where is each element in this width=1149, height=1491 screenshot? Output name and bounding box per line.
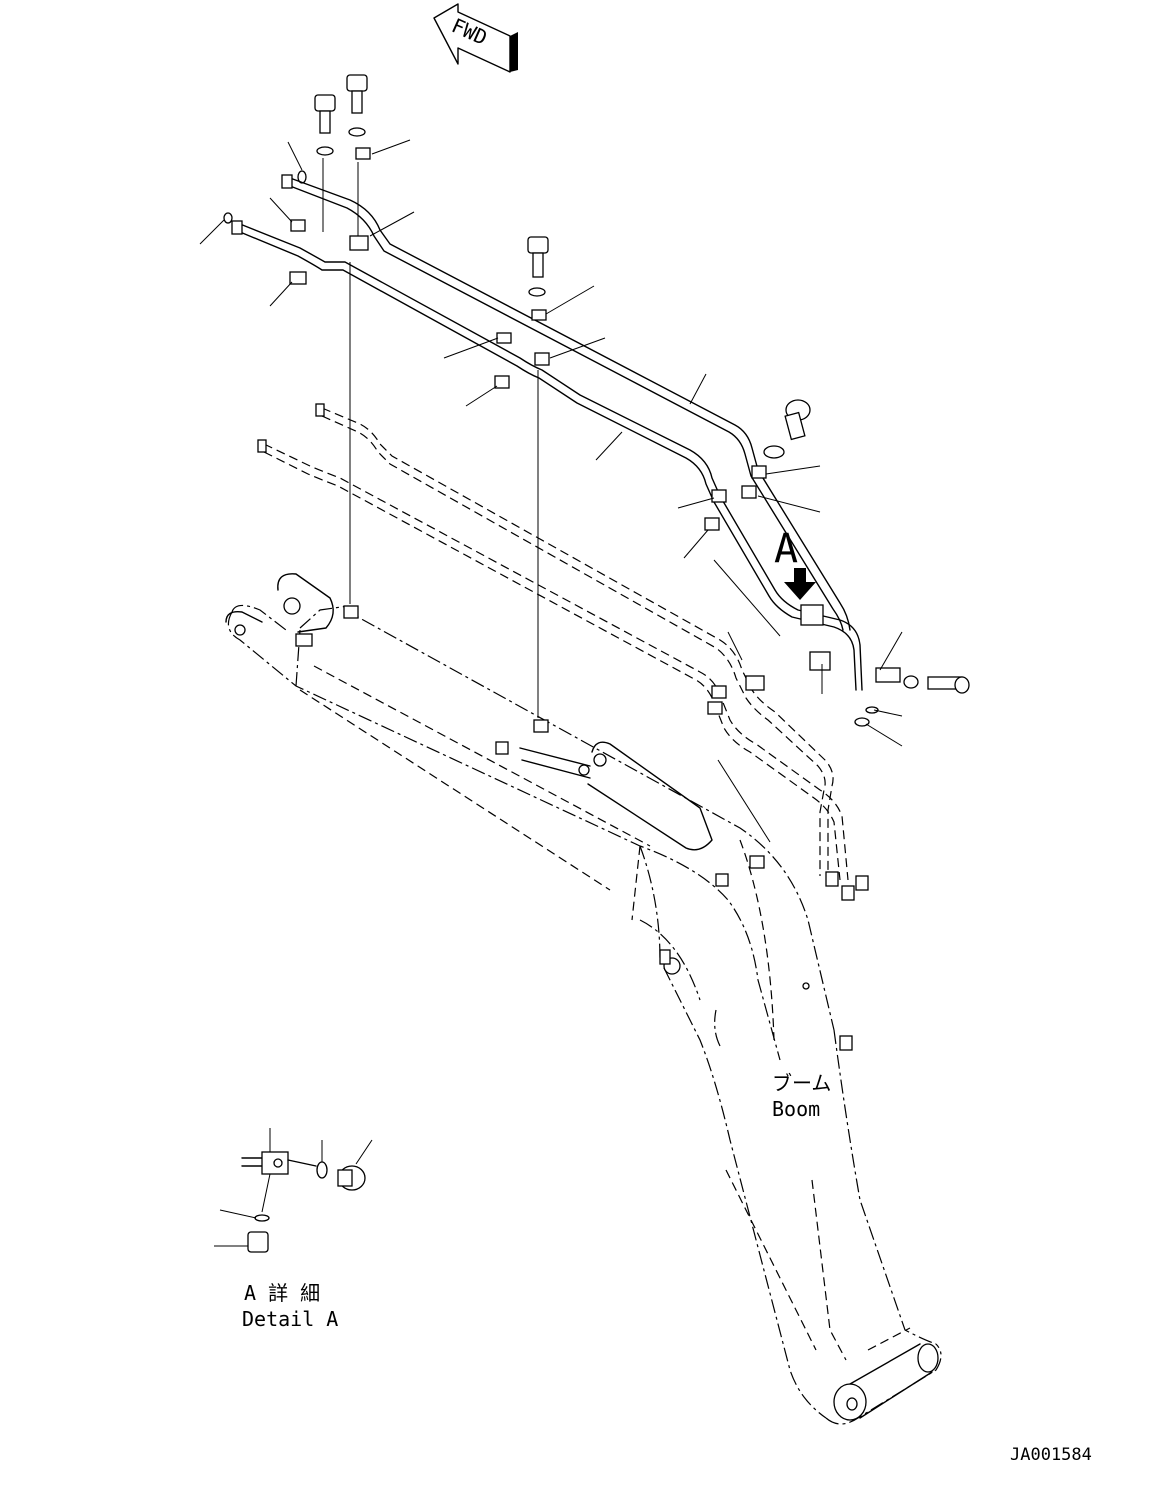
clamp xyxy=(711,685,727,699)
view-a-label: A xyxy=(774,526,798,572)
clamp xyxy=(349,235,369,251)
drawing-code: JA001584 xyxy=(1010,1445,1092,1465)
clamp xyxy=(839,1035,853,1051)
detail-label-en: Detail A xyxy=(242,1307,338,1331)
fitting xyxy=(841,885,855,901)
fitting xyxy=(855,875,869,891)
pipe-lower-b xyxy=(257,439,849,881)
o-ring xyxy=(223,212,233,224)
leader-line xyxy=(727,631,743,661)
clamp xyxy=(715,873,729,887)
clamp xyxy=(295,633,313,647)
clamp xyxy=(704,517,720,531)
boom-label-jp: ブーム xyxy=(772,1071,831,1095)
bolt-middle xyxy=(527,236,549,297)
boom-label-en: Boom xyxy=(772,1097,820,1121)
bolt-right xyxy=(763,399,811,459)
boom-cylinder-bracket xyxy=(519,741,713,851)
clamp xyxy=(355,147,371,160)
boom-foot-pin xyxy=(225,573,334,636)
clamp xyxy=(751,465,767,479)
boom-tip-eye xyxy=(833,1343,939,1421)
bolt-top-right xyxy=(346,74,368,137)
fitting xyxy=(825,871,839,887)
view-a-marker: A xyxy=(774,526,816,600)
pipe-upper-b xyxy=(231,220,863,691)
boom xyxy=(227,604,942,1425)
clamp xyxy=(745,675,765,691)
clamp xyxy=(534,352,550,366)
clamp xyxy=(711,489,727,503)
clamp xyxy=(707,701,723,715)
pipe-upper-a xyxy=(281,174,851,631)
leader-line xyxy=(717,759,771,843)
clamp xyxy=(289,271,307,285)
clamp xyxy=(749,855,765,869)
clamp xyxy=(496,332,512,344)
clamp xyxy=(495,741,509,755)
detail-a xyxy=(214,1128,373,1253)
clamp xyxy=(290,219,306,232)
bolt-top-left xyxy=(314,94,336,156)
clamp xyxy=(494,375,510,389)
clamp xyxy=(343,605,359,619)
clamp xyxy=(533,719,549,733)
fwd-label: FWD xyxy=(448,13,491,50)
detail-label-jp: A 詳 細 xyxy=(244,1281,320,1305)
leader-line xyxy=(713,559,781,637)
clamp xyxy=(531,309,547,321)
boom-plug xyxy=(802,982,810,990)
block-fitting xyxy=(800,604,970,727)
clamp xyxy=(741,485,757,499)
leader-lines xyxy=(199,139,903,747)
clamp xyxy=(659,949,671,965)
fwd-arrow: FWD xyxy=(433,3,518,73)
